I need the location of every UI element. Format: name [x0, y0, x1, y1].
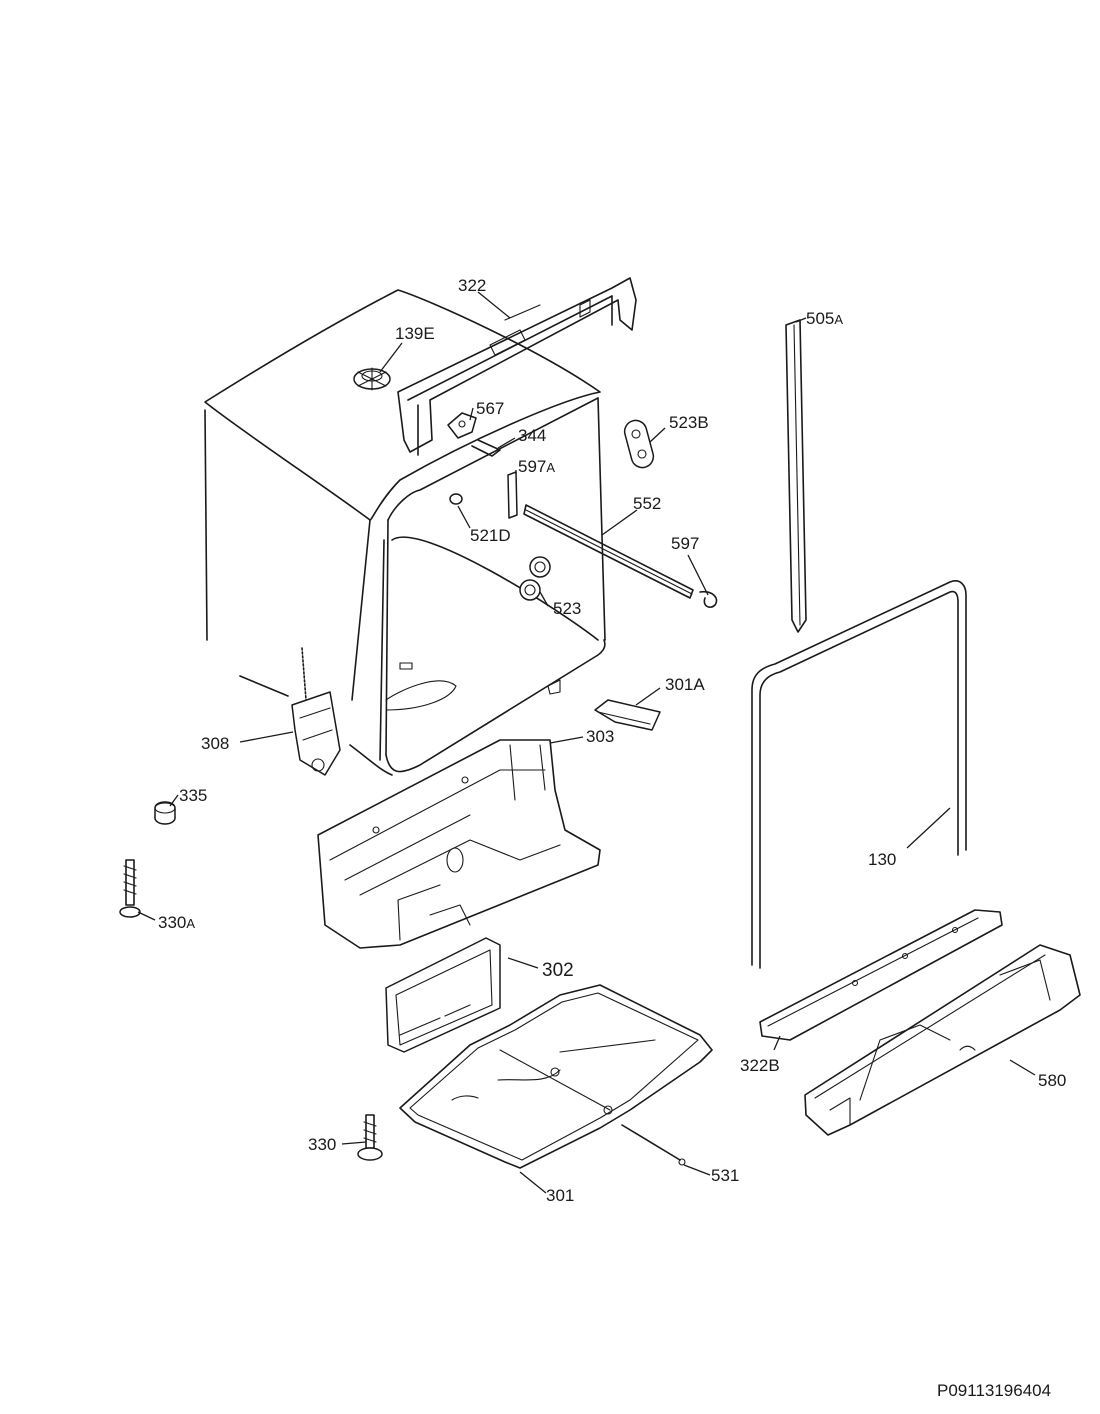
side-rail-505a — [785, 319, 807, 633]
clip-344 — [471, 439, 501, 457]
grommet-523b — [623, 419, 655, 469]
nozzle-523 — [519, 556, 551, 601]
callouts: 322 139E 567 344 597A 523B 505A 552 521D… — [158, 276, 1066, 1205]
clip-597 — [699, 590, 718, 608]
grommet-139e — [353, 367, 391, 391]
callout-302: 302 — [542, 960, 574, 981]
top-rail-322 — [397, 277, 637, 456]
callout-308: 308 — [201, 734, 229, 753]
callout-322: 322 — [458, 276, 486, 295]
callout-344: 344 — [518, 426, 546, 445]
cover-301a — [594, 699, 661, 731]
callout-301a: 301A — [665, 675, 705, 694]
callout-597: 597 — [671, 534, 699, 553]
callout-505a: 505A — [806, 309, 843, 328]
door-seal-130 — [751, 580, 967, 969]
callout-531: 531 — [711, 1166, 739, 1185]
pin-531 — [621, 1124, 686, 1166]
reference-number: P09113196404 — [937, 1381, 1051, 1400]
callout-139e: 139E — [395, 324, 435, 343]
nut-335 — [154, 801, 176, 825]
hinge-308 — [239, 647, 341, 776]
base-support-580 — [804, 944, 1081, 1136]
callout-552: 552 — [633, 494, 661, 513]
callout-597a: 597A — [518, 457, 555, 476]
base-tray-301 — [399, 984, 713, 1169]
tub — [204, 289, 606, 776]
callout-567: 567 — [476, 399, 504, 418]
screw-330a — [119, 859, 141, 918]
callout-322b: 322B — [740, 1056, 780, 1075]
ring-521d — [449, 493, 463, 505]
callout-301: 301 — [546, 1186, 574, 1205]
callout-523: 523 — [553, 599, 581, 618]
rod-552 — [523, 504, 694, 599]
bracket-567 — [447, 412, 477, 439]
callout-523b: 523B — [669, 413, 709, 432]
callout-130: 130 — [868, 850, 896, 869]
leader-lines — [137, 291, 1036, 1194]
callout-521d: 521D — [470, 526, 511, 545]
screw-330 — [357, 1114, 383, 1161]
clip-597a — [507, 471, 518, 519]
callout-303: 303 — [586, 727, 614, 746]
callout-330: 330 — [308, 1135, 336, 1154]
panel-302 — [385, 937, 501, 1053]
callout-580: 580 — [1038, 1071, 1066, 1090]
bottom-rail-322b — [759, 909, 1003, 1041]
callout-330a: 330A — [158, 913, 195, 932]
callout-335: 335 — [179, 786, 207, 805]
base-frame-303 — [317, 739, 601, 949]
